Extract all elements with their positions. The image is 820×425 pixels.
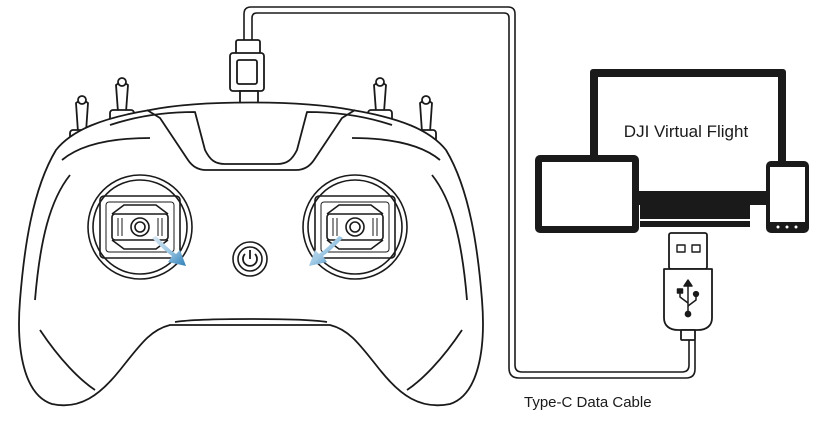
usb-plug <box>663 232 713 341</box>
tablet <box>535 155 639 233</box>
type-c-plug <box>229 39 265 108</box>
monitor <box>590 69 786 227</box>
right-stick-arrow-icon <box>309 236 343 266</box>
screen-title: DJI Virtual Flight <box>623 122 749 141</box>
type-c-cable <box>243 6 696 379</box>
cable-caption: Type-C Data Cable <box>524 394 652 411</box>
power-icon <box>242 250 258 267</box>
left-stick-arrow-icon <box>152 236 186 266</box>
power-button <box>232 241 268 277</box>
right-stick <box>302 174 408 280</box>
left-stick <box>87 174 193 280</box>
usb-icon <box>676 279 700 318</box>
phone <box>766 161 809 233</box>
